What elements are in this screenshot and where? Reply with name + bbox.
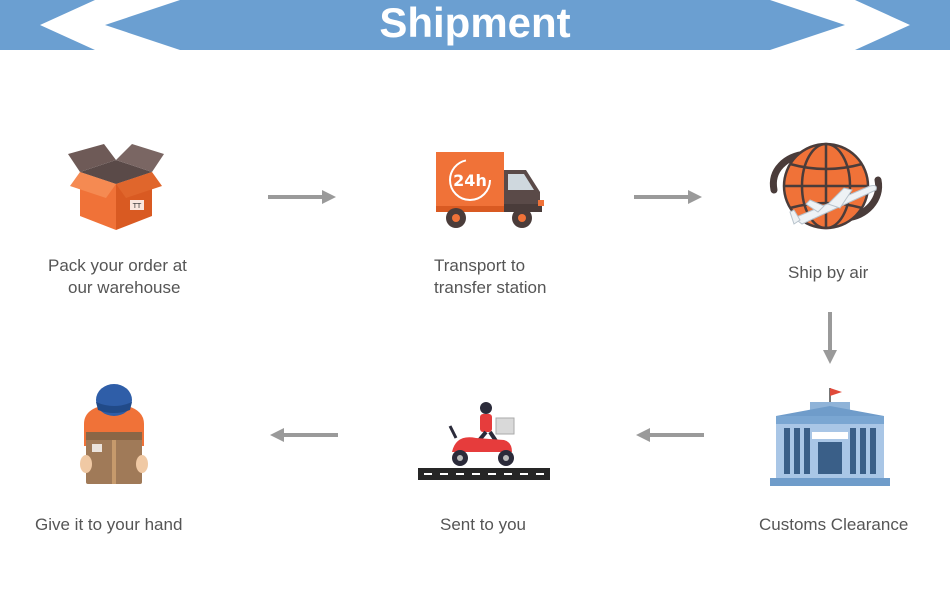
arrow-down-icon <box>823 312 837 364</box>
arrow-right-icon <box>268 190 336 204</box>
svg-text:TT: TT <box>132 202 142 210</box>
step-sent-to-you <box>416 400 552 482</box>
step-transport-label-line2: transfer station <box>434 278 547 297</box>
step-sent-label: Sent to you <box>440 515 527 534</box>
arrow-right-icon <box>634 190 702 204</box>
step-give-to-hand <box>74 380 154 488</box>
step-air-label: Ship by air <box>788 263 869 282</box>
step-pack-label-line1: Pack your order at <box>48 256 187 275</box>
step-give-label: Give it to your hand <box>35 515 183 534</box>
delivery-truck-24h-icon: 24h <box>436 152 544 228</box>
step-pack-label-line2: our warehouse <box>68 278 181 297</box>
customs-building-icon <box>770 388 890 486</box>
step-transport: 24h <box>434 150 546 232</box>
courier-person-box-icon <box>80 384 148 484</box>
svg-text:24h: 24h <box>453 171 487 190</box>
courier-scooter-icon <box>418 402 550 480</box>
arrow-left-icon <box>636 428 704 442</box>
step-ship-by-air <box>766 140 886 232</box>
package-box-icon: TT <box>68 144 164 230</box>
step-customs-label: Customs Clearance <box>759 515 909 534</box>
step-pack-order: TT <box>66 142 166 232</box>
globe-airplane-icon <box>769 142 883 230</box>
shipment-banner: Shipment <box>0 0 950 50</box>
banner-ribbon-shape <box>0 0 950 50</box>
step-transport-label-line1: Transport to <box>434 256 526 275</box>
step-customs <box>770 386 890 488</box>
arrow-left-icon <box>270 428 338 442</box>
banner-title: Shipment <box>379 0 571 46</box>
